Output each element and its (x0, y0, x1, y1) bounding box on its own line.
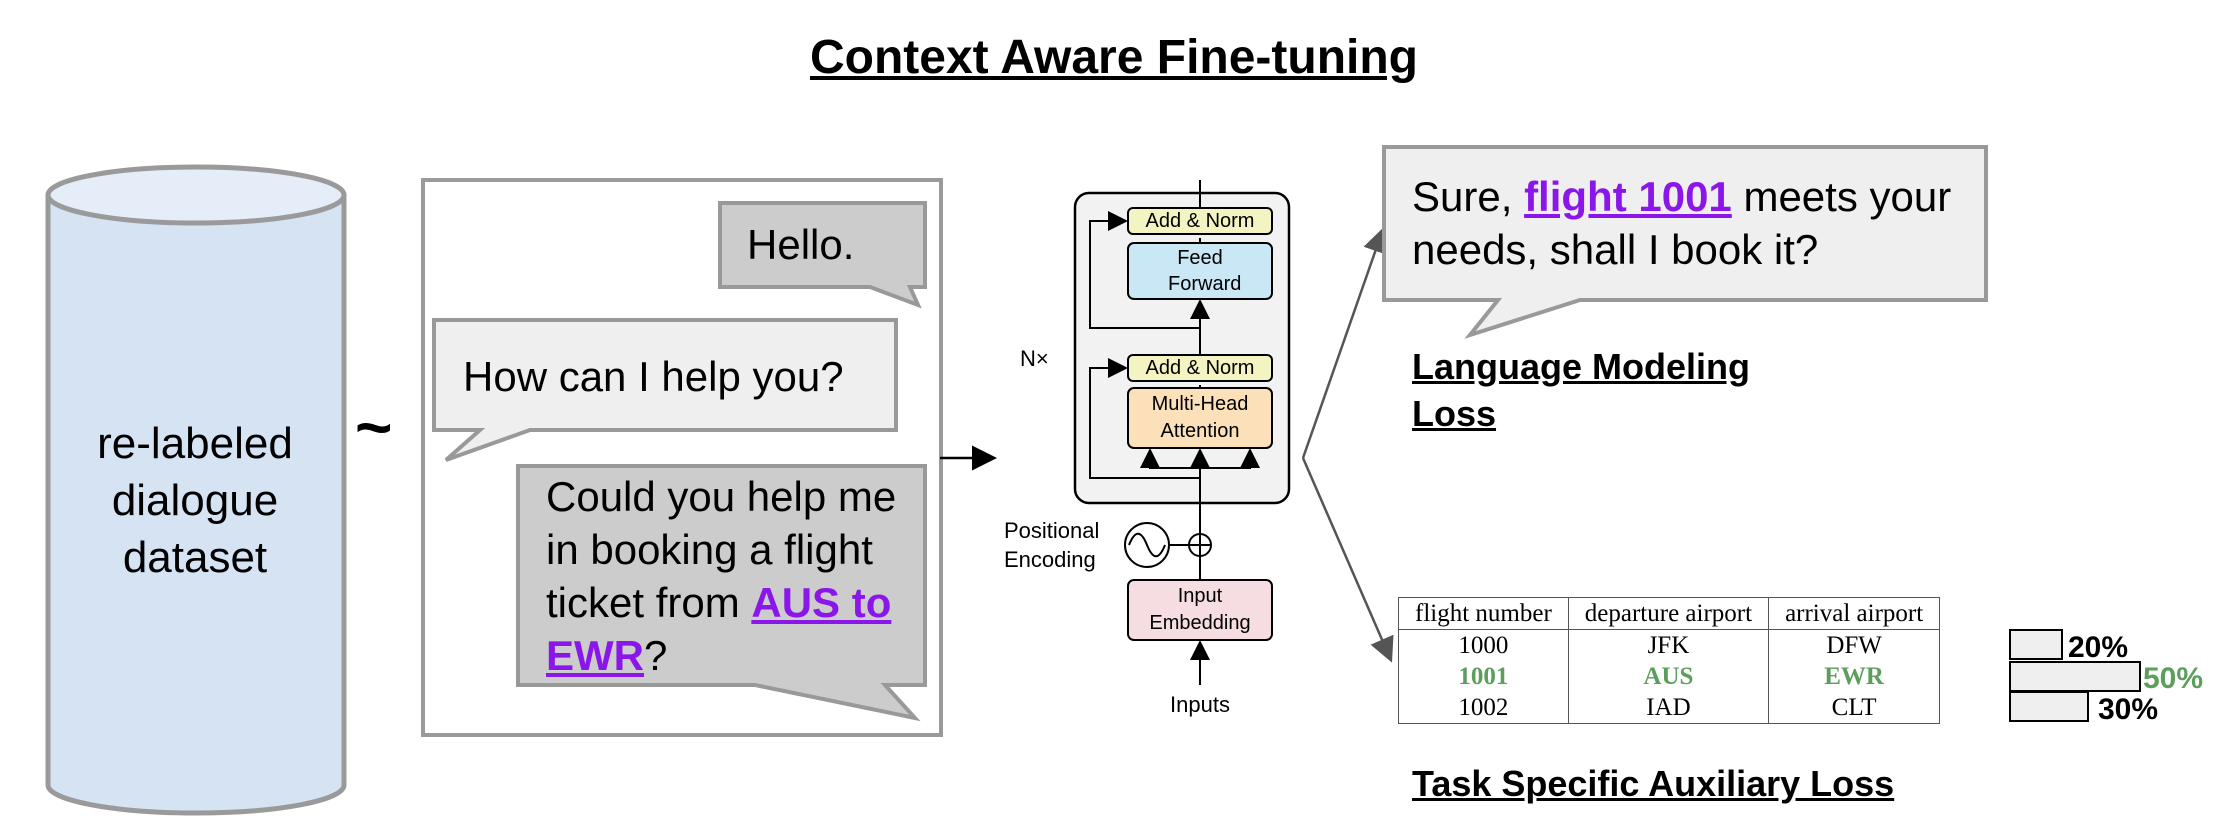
response-text: Sure, flight 1001 meets your needs, shal… (1412, 170, 1952, 276)
lm-loss-label: Language Modeling Loss (1412, 346, 1750, 434)
cell-departure: IAD (1567, 692, 1770, 724)
cell-arrival: EWR (1768, 661, 1941, 692)
table-row-highlighted: 1001 AUS EWR (1398, 661, 1941, 692)
table-row: 1000 JFK DFW (1398, 629, 1941, 661)
prob-bar-1001 (2009, 661, 2141, 692)
header-arrival-airport: arrival airport (1768, 597, 1941, 630)
transformer-diagram (1073, 180, 1291, 685)
bubble-hello (718, 201, 927, 309)
dataset-label: re-labeled dialogue dataset (97, 419, 293, 582)
arrow-to-aux (1301, 457, 1394, 663)
dataset-cylinder (45, 164, 347, 816)
cell-flight: 1001 (1398, 661, 1569, 692)
arrow-to-lm (1301, 227, 1388, 459)
table-header-row: flight number departure airport arrival … (1398, 597, 1941, 630)
flight-table: flight number departure airport arrival … (1398, 597, 1941, 724)
prob-label-1001: 50% (2143, 662, 2204, 695)
header-departure-airport: departure airport (1567, 597, 1770, 630)
flight-highlight: flight 1001 (1524, 173, 1732, 220)
cell-flight: 1000 (1398, 629, 1569, 661)
feed-forward-label: Feed Forward (1168, 247, 1242, 295)
response-after: meets your needs, shall I book it? (1412, 173, 1952, 273)
sample-symbol: ~ (355, 391, 393, 463)
prob-label-1002: 30% (2098, 693, 2159, 726)
diagram-title: Context Aware Fine-tuning (809, 31, 1418, 84)
bubble-agent (432, 318, 898, 462)
prob-bar-1002 (2009, 691, 2089, 722)
input-embedding-label: Input Embedding (1149, 585, 1251, 634)
prob-bar-1000 (2009, 629, 2063, 660)
attention-label: Multi-Head Attention (1151, 393, 1249, 442)
cell-arrival: CLT (1768, 692, 1941, 724)
bubble-response (1382, 145, 1988, 339)
cell-departure: JFK (1567, 629, 1770, 661)
user-request-after: ? (644, 632, 668, 679)
inputs-label: Inputs (1170, 692, 1230, 717)
greeting-text: Hello. (747, 221, 855, 268)
table-row: 1002 IAD CLT (1398, 692, 1941, 724)
header-flight-number: flight number (1398, 597, 1569, 630)
agent-question-text: How can I help you? (463, 353, 844, 400)
repeat-label: N× (1020, 346, 1049, 371)
probability-bars (2009, 629, 2141, 722)
bubble-user (516, 464, 927, 722)
cell-arrival: DFW (1768, 629, 1941, 661)
cell-flight: 1002 (1398, 692, 1569, 724)
cell-departure: AUS (1567, 661, 1770, 692)
user-request-before: Could you help me in booking a flight ti… (546, 473, 897, 626)
add-norm-top-label: Add & Norm (1145, 210, 1255, 232)
response-before: Sure, (1412, 173, 1525, 220)
add-norm-bottom-label: Add & Norm (1145, 357, 1255, 379)
prob-label-1000: 20% (2068, 631, 2129, 664)
positional-encoding-label: Positional Encoding (1004, 518, 1100, 572)
route-highlight: AUS to EWR (546, 579, 892, 679)
aux-loss-label: Task Specific Auxiliary Loss (1412, 763, 1895, 804)
user-request-text: Could you help me in booking a flight ti… (546, 470, 926, 682)
